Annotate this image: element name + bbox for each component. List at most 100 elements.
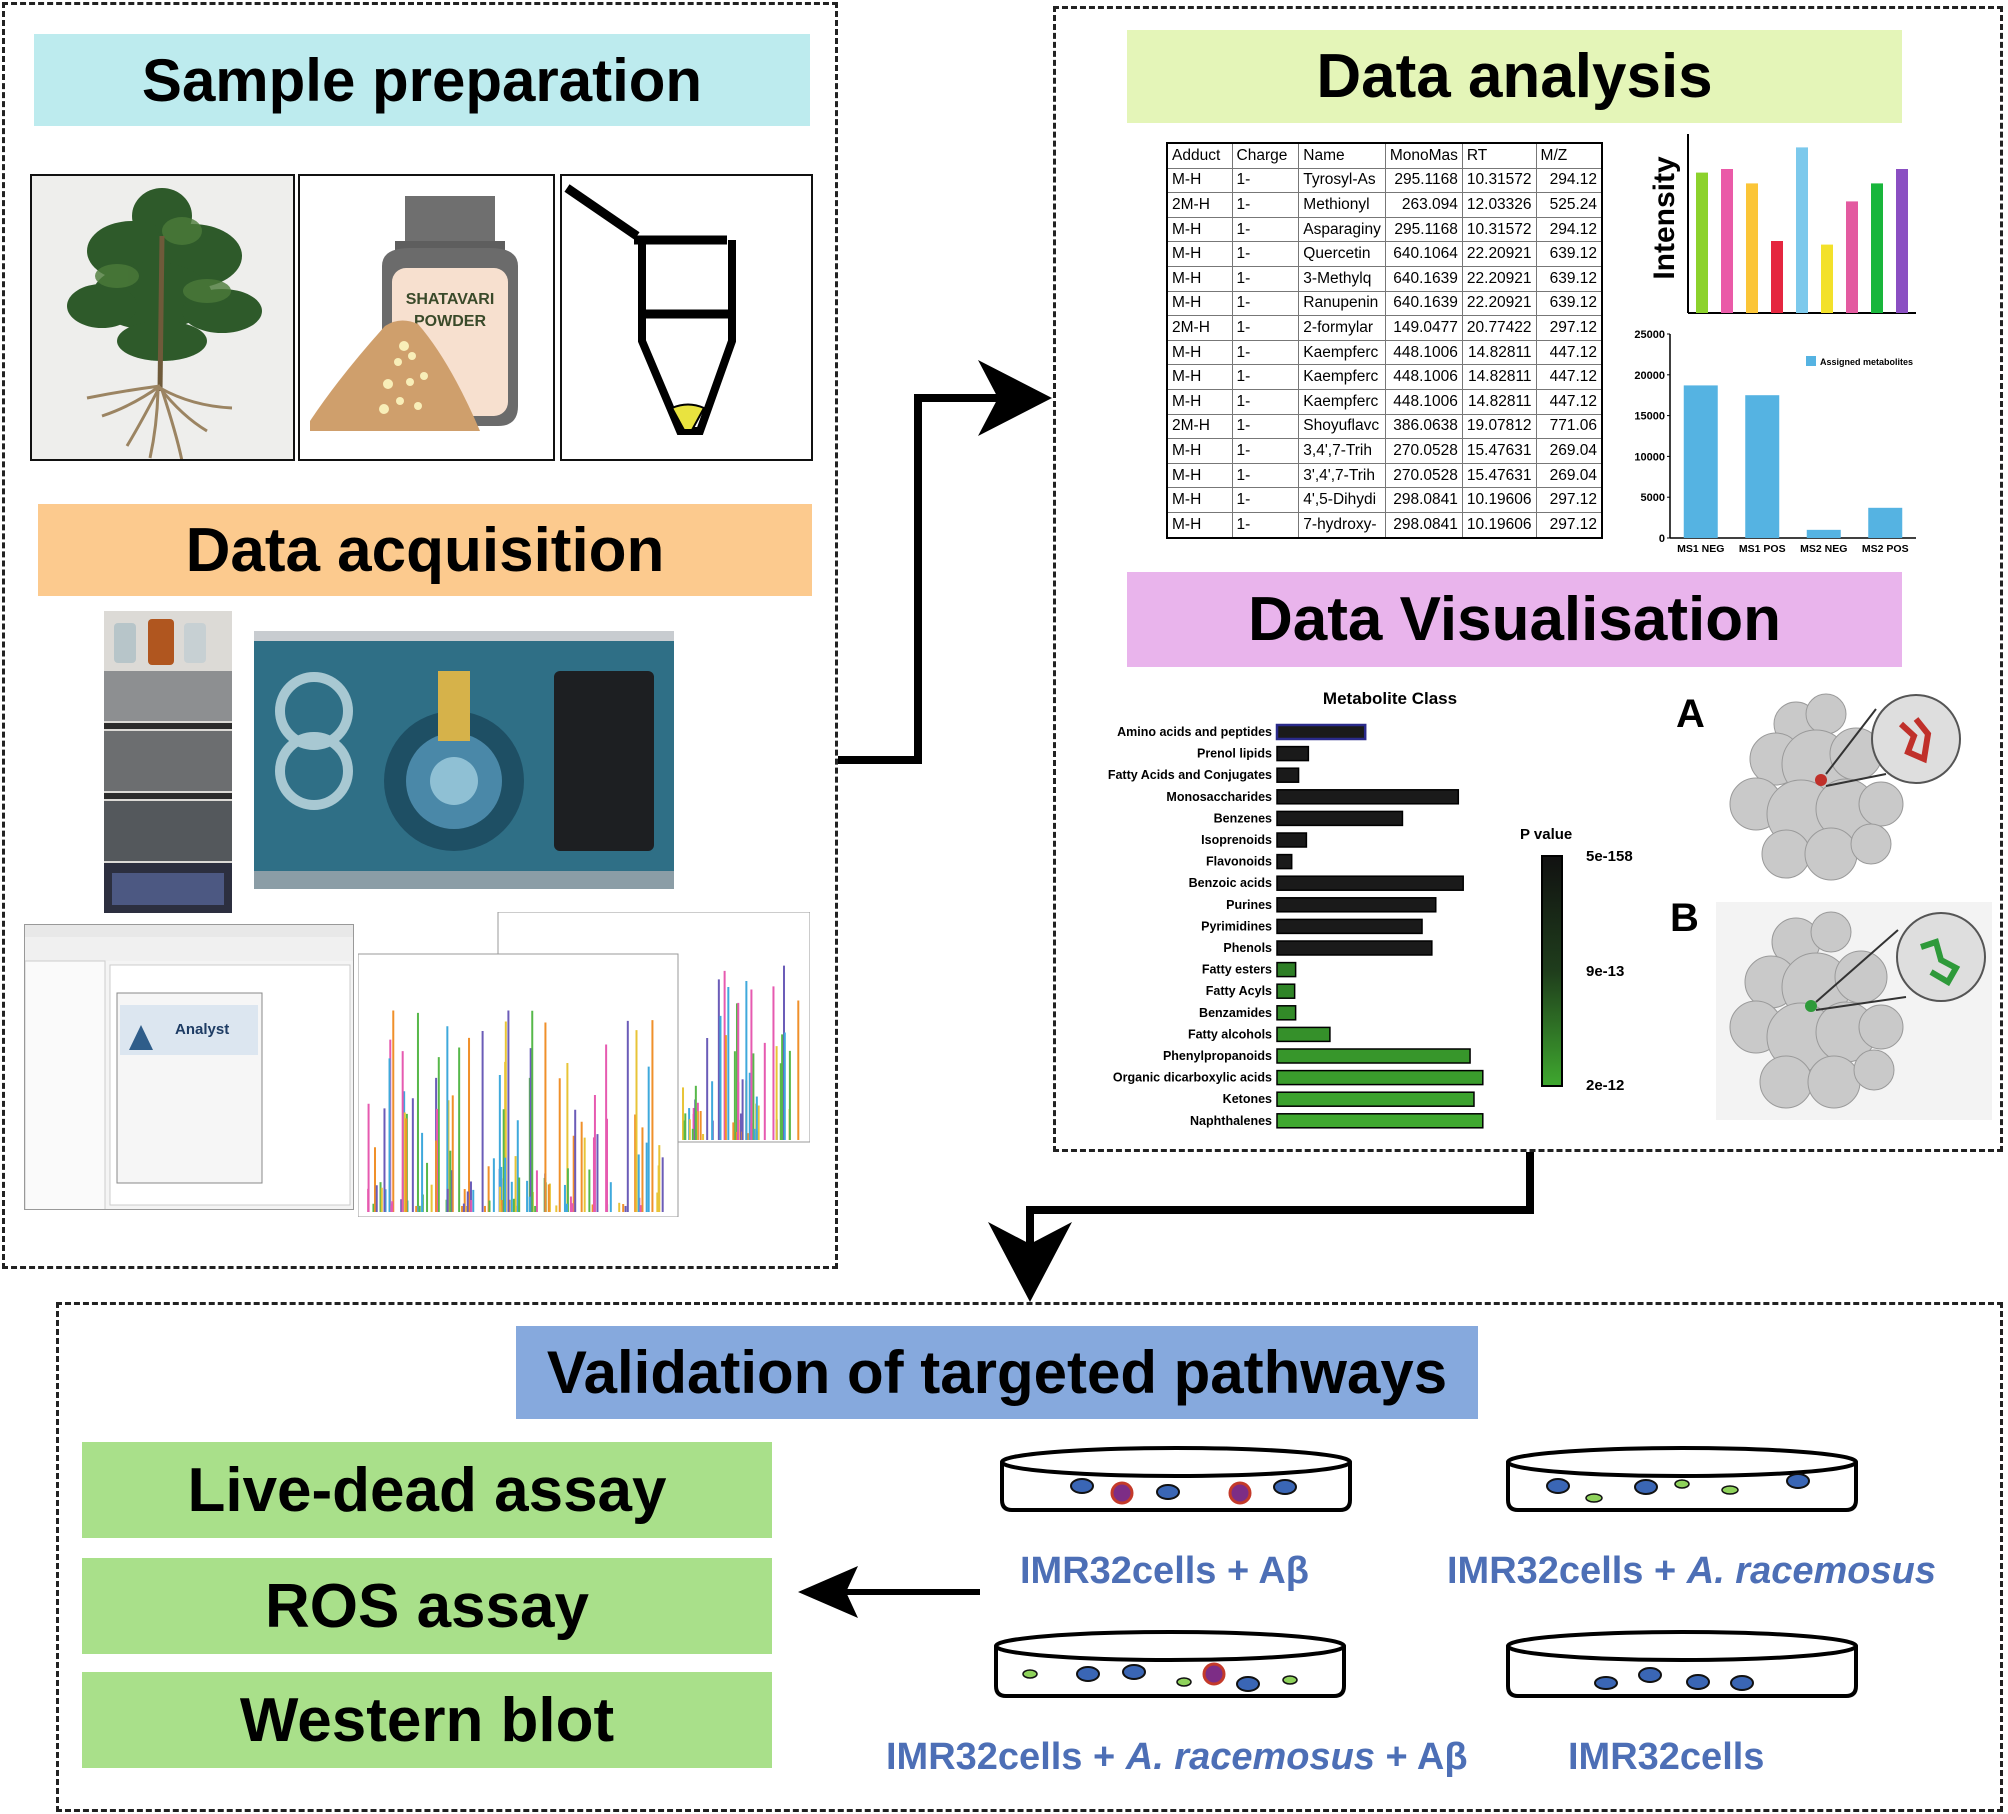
table-cell: 2M-H: [1166, 413, 1233, 440]
y-tick-label: 25000: [1634, 329, 1665, 341]
arrow-visualisation-to-validation: [1026, 1152, 1534, 1260]
data-analysis-banner: Data analysis: [1127, 30, 1902, 123]
dish-label-racemosus: IMR32cells + A. racemosus: [1447, 1550, 1936, 1593]
live-dead-assay-box: Live-dead assay: [82, 1442, 772, 1538]
metabolite-class-bar: [1276, 875, 1464, 891]
metabolite-count-bar: [1745, 395, 1780, 538]
software-window-image: [25, 925, 353, 1209]
asparagus-plant-image: [32, 176, 293, 459]
table-cell: 2-formylar: [1298, 315, 1386, 341]
table-cell: 297.12: [1535, 511, 1603, 539]
table-cell: 270.0528: [1384, 438, 1463, 464]
y-tick-label: 0: [1659, 533, 1665, 545]
table-cell: 10.31572: [1461, 216, 1537, 243]
metabolite-class-label: Flavonoids: [1206, 855, 1272, 869]
ros-assay-box: ROS assay: [82, 1558, 772, 1654]
x-tick-label: MS1 NEG: [1677, 543, 1724, 555]
colorbar-tick: 5e-158: [1586, 848, 1633, 865]
centrifuge-tube-image: [564, 184, 736, 435]
table-cell: 2M-H: [1166, 192, 1233, 218]
arrow-acquisition-to-analysis: [838, 394, 1010, 764]
validation-frame: [56, 1302, 2003, 1812]
powder-bottle-image: SHATAVARI POWDER: [310, 196, 518, 431]
intensity-bar: [1821, 244, 1833, 313]
dish-label-text: IMR32cells +: [886, 1736, 1126, 1778]
protein-docking-b-image: [1716, 902, 1992, 1120]
x-tick-label: MS2 POS: [1862, 543, 1909, 555]
table-cell: 297.12: [1535, 315, 1603, 341]
table-cell: M-H: [1166, 487, 1233, 513]
table-cell: 1-: [1231, 241, 1300, 267]
y-tick-label: 15000: [1634, 411, 1665, 423]
x-tick-label: MS2 NEG: [1800, 543, 1847, 555]
table-cell: Quercetin: [1298, 241, 1386, 267]
table-cell: 639.12: [1535, 241, 1603, 267]
intensity-bar: [1896, 169, 1908, 313]
table-cell: 3-Methylq: [1298, 265, 1386, 292]
table-cell: 295.1168: [1384, 216, 1463, 243]
table-cell: M-H: [1166, 241, 1233, 267]
table-cell: 1-: [1231, 192, 1300, 218]
metabolite-class-label: Benzamides: [1199, 1006, 1272, 1020]
powder-label-line2: POWDER: [414, 313, 486, 330]
metabolite-class-label: Benzenes: [1214, 811, 1272, 825]
table-cell: 14.82811: [1461, 364, 1537, 390]
table-cell: 640.1064: [1384, 241, 1463, 267]
table-cell: M-H: [1166, 438, 1233, 464]
table-cell: 447.12: [1535, 339, 1603, 366]
table-cell: 10.19606: [1461, 511, 1537, 539]
sample-acquisition-frame: [2, 2, 838, 1269]
dish-label-abeta: IMR32cells + Aβ: [1020, 1550, 1309, 1593]
metabolite-class-label: Purines: [1226, 898, 1272, 912]
metabolite-class-bar: [1276, 961, 1297, 978]
colorbar-tick: 9e-13: [1586, 963, 1624, 980]
metabolite-class-title: Metabolite Class: [1323, 689, 1457, 708]
metabolite-class-bar: [1276, 897, 1437, 913]
arrowhead-down: [988, 1222, 1072, 1302]
metabolite-count-bar: [1868, 507, 1903, 538]
adduct-table-header: Adduct Charge Name MonoMas RT M/Z: [1166, 142, 1603, 169]
docking-label-a: A: [1676, 692, 1705, 736]
column-header: Adduct: [1166, 142, 1233, 169]
intensity-bar: [1846, 201, 1858, 313]
metabolite-class-label: Fatty Acyls: [1206, 984, 1272, 998]
metabolite-class-bar: [1276, 853, 1293, 870]
legend-swatch: [1806, 356, 1816, 366]
table-cell: 294.12: [1535, 167, 1603, 194]
metabolite-class-bar: [1276, 1113, 1484, 1129]
dish-label-text: IMR32cells +: [1447, 1550, 1687, 1592]
intensity-bar-chart: Intensity: [1648, 134, 1916, 314]
table-cell: M-H: [1166, 511, 1233, 539]
mass-spectrometer-image: [254, 631, 674, 889]
sample-preparation-banner: Sample preparation: [34, 34, 810, 126]
metabolite-count-bar: [1806, 529, 1841, 538]
metabolite-count-bar: [1683, 385, 1718, 538]
metabolite-class-bar: [1276, 1069, 1484, 1086]
metabolite-class-label: Fatty Acids and Conjugates: [1108, 768, 1272, 782]
metabolite-class-bar: [1276, 767, 1300, 783]
protein-docking-a-image: [1729, 693, 1961, 881]
intensity-bar: [1771, 241, 1783, 313]
analyst-software-screenshot: Analyst: [24, 924, 354, 1210]
column-header: M/Z: [1535, 142, 1603, 169]
metabolite-class-label: Ketones: [1223, 1092, 1272, 1106]
table-cell: 1-: [1231, 438, 1300, 464]
colorbar-title: P value: [1520, 826, 1572, 843]
metabolite-class-bar: [1276, 789, 1460, 805]
arrowhead-left: [798, 1566, 858, 1618]
table-cell: 269.04: [1535, 462, 1603, 489]
spectra-image: [358, 912, 810, 1217]
column-header: RT: [1461, 142, 1537, 169]
table-cell: Kaempferc: [1298, 339, 1386, 366]
data-visualisation-banner: Data Visualisation: [1127, 572, 1902, 667]
hplc-system-photo: [104, 611, 232, 913]
metabolite-class-bar: [1276, 1026, 1331, 1043]
column-header: MonoMas: [1384, 142, 1463, 169]
metabolite-class-label: Phenols: [1223, 941, 1272, 955]
table-cell: 525.24: [1535, 192, 1603, 218]
